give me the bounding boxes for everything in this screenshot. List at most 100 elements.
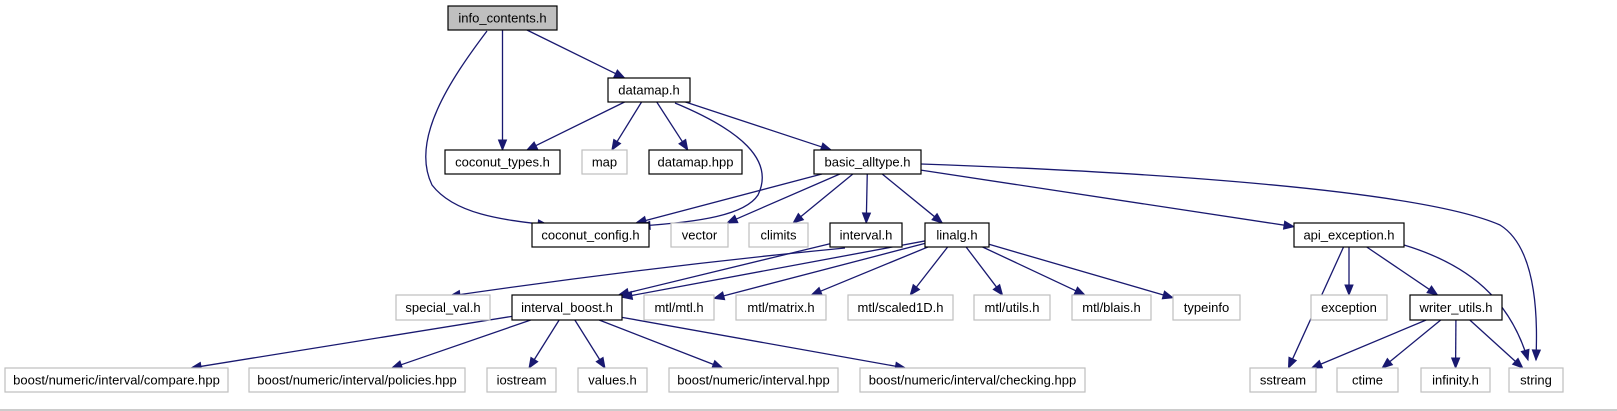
edge-api-exception-to-string-line	[1403, 244, 1529, 361]
edge-basic-alltype-to-string-line	[920, 163, 1538, 361]
node-coconut-types[interactable]: coconut_types.h	[444, 149, 561, 175]
edge-interval-boost-to-boost-interval-line	[598, 319, 715, 366]
node-box	[444, 149, 561, 175]
node-box	[648, 149, 743, 175]
edge-basic-alltype-to-linalg-line	[881, 173, 936, 218]
node-label: linalg.h	[936, 228, 977, 243]
edge-writer-utils-to-string-line	[1469, 319, 1517, 363]
edge-interval-boost-to-values	[574, 319, 606, 370]
edge-info-contents-to-coconut-config	[425, 30, 550, 229]
edge-linalg-to-mtl-scaled1d-line	[915, 246, 949, 289]
node-exception: exception	[1310, 294, 1388, 321]
node-label: boost/numeric/interval/compare.hpp	[13, 373, 220, 388]
edge-api-exception-to-string-arrowhead	[1520, 348, 1530, 362]
edge-basic-alltype-to-string	[920, 163, 1542, 362]
node-basic-alltype[interactable]: basic_alltype.h	[813, 149, 922, 175]
node-interval[interactable]: interval.h	[829, 222, 903, 248]
edge-api-exception-to-exception	[1344, 247, 1354, 297]
edge-info-contents-to-datamap-arrowhead	[613, 69, 626, 79]
edge-datamap-to-map-arrowhead	[611, 138, 622, 152]
edge-interval-boost-to-boost-interval-arrowhead	[711, 359, 724, 369]
edge-linalg-to-mtl-mtl-line	[722, 242, 926, 297]
node-label: mtl/utils.h	[985, 300, 1040, 315]
edge-info-contents-to-coconut-config-line	[425, 30, 549, 226]
node-box	[735, 294, 827, 321]
edge-info-contents-to-coconut-types-arrowhead	[497, 139, 508, 152]
node-box	[248, 367, 466, 393]
edge-linalg-to-mtl-mtl	[712, 242, 926, 301]
node-map: map	[581, 149, 628, 175]
node-box	[1409, 294, 1503, 321]
edge-basic-alltype-to-climits	[792, 173, 854, 224]
edge-basic-alltype-to-api-exception-arrowhead	[1282, 220, 1296, 230]
node-mtl-blais: mtl/blais.h	[1071, 294, 1152, 321]
edge-interval-to-special-val	[448, 247, 846, 300]
node-label: info_contents.h	[458, 11, 546, 26]
node-label: boost/numeric/interval/policies.hpp	[257, 373, 456, 388]
edge-info-contents-to-datamap-line	[526, 29, 617, 75]
node-datamap-hpp[interactable]: datamap.hpp	[648, 149, 743, 175]
node-box	[670, 222, 729, 248]
node-box	[1336, 367, 1399, 393]
edge-basic-alltype-to-climits-arrowhead	[792, 212, 805, 224]
edge-datamap-to-basic-alltype-line	[685, 101, 823, 148]
node-datamap[interactable]: datamap.h	[607, 77, 691, 103]
node-box	[447, 5, 558, 31]
edge-interval-boost-to-checking-line	[621, 316, 897, 368]
node-label: interval_boost.h	[521, 300, 613, 315]
node-info-contents[interactable]: info_contents.h	[447, 5, 558, 31]
edge-api-exception-to-string	[1403, 244, 1530, 362]
node-label: map	[592, 155, 617, 170]
edge-basic-alltype-to-coconut-config-line	[644, 173, 823, 222]
node-checking: boost/numeric/interval/checking.hpp	[859, 367, 1086, 393]
node-label: mtl/mtl.h	[654, 300, 703, 315]
node-box	[486, 367, 557, 393]
node-box	[973, 294, 1051, 321]
edge-datamap-to-coconut-types-line	[534, 101, 625, 147]
node-writer-utils[interactable]: writer_utils.h	[1409, 294, 1503, 321]
node-boost-interval: boost/numeric/interval.hpp	[668, 367, 839, 393]
edge-linalg-to-mtl-scaled1d-arrowhead	[909, 283, 921, 297]
edge-datamap-to-basic-alltype	[685, 101, 833, 152]
node-label: coconut_config.h	[541, 228, 639, 243]
edge-api-exception-to-writer-utils-arrowhead	[1426, 285, 1439, 296]
edge-basic-alltype-to-string-arrowhead	[1531, 349, 1542, 362]
edge-interval-boost-to-compare-line	[199, 315, 513, 368]
edge-interval-boost-to-policies-arrowhead	[390, 360, 404, 370]
edge-basic-alltype-to-linalg	[881, 173, 944, 224]
edge-info-contents-to-datamap	[526, 29, 626, 79]
node-label: mtl/blais.h	[1082, 300, 1141, 315]
edge-linalg-to-typeinfo-line	[988, 243, 1165, 296]
node-sstream: sstream	[1249, 367, 1317, 393]
node-typeinfo: typeinfo	[1172, 294, 1241, 321]
edge-datamap-to-datamap-hpp-line	[656, 101, 684, 143]
edge-interval-boost-to-values-arrowhead	[595, 356, 606, 370]
node-label: datamap.h	[618, 83, 679, 98]
edge-datamap-to-coconut-types-arrowhead	[525, 141, 539, 151]
edge-interval-boost-to-iostream-arrowhead	[528, 356, 539, 370]
node-box	[4, 367, 229, 393]
edge-interval-boost-to-policies-line	[400, 319, 532, 366]
edge-linalg-to-mtl-utils	[965, 246, 1004, 297]
node-box	[607, 77, 691, 103]
edge-interval-boost-to-checking	[621, 316, 907, 371]
node-interval-boost[interactable]: interval_boost.h	[511, 294, 623, 321]
edge-datamap-to-datamap-hpp	[656, 101, 689, 152]
edge-basic-alltype-to-linalg-arrowhead	[931, 212, 944, 224]
node-label: coconut_types.h	[455, 155, 550, 170]
node-coconut-config[interactable]: coconut_config.h	[531, 222, 650, 248]
edge-datamap-to-map	[611, 101, 643, 152]
edge-interval-to-special-val-line	[449, 247, 846, 297]
node-linalg[interactable]: linalg.h	[924, 222, 990, 248]
node-label: mtl/scaled1D.h	[858, 300, 944, 315]
edge-linalg-to-mtl-scaled1d	[909, 246, 949, 297]
node-label: infinity.h	[1432, 373, 1479, 388]
node-api-exception[interactable]: api_exception.h	[1293, 222, 1405, 248]
node-special-val: special_val.h	[395, 294, 491, 321]
edge-basic-alltype-to-interval	[861, 173, 872, 225]
node-label: iostream	[497, 373, 547, 388]
edge-writer-utils-to-sstream	[1310, 319, 1427, 369]
node-mtl-mtl: mtl/mtl.h	[643, 294, 715, 321]
node-box	[395, 294, 491, 321]
